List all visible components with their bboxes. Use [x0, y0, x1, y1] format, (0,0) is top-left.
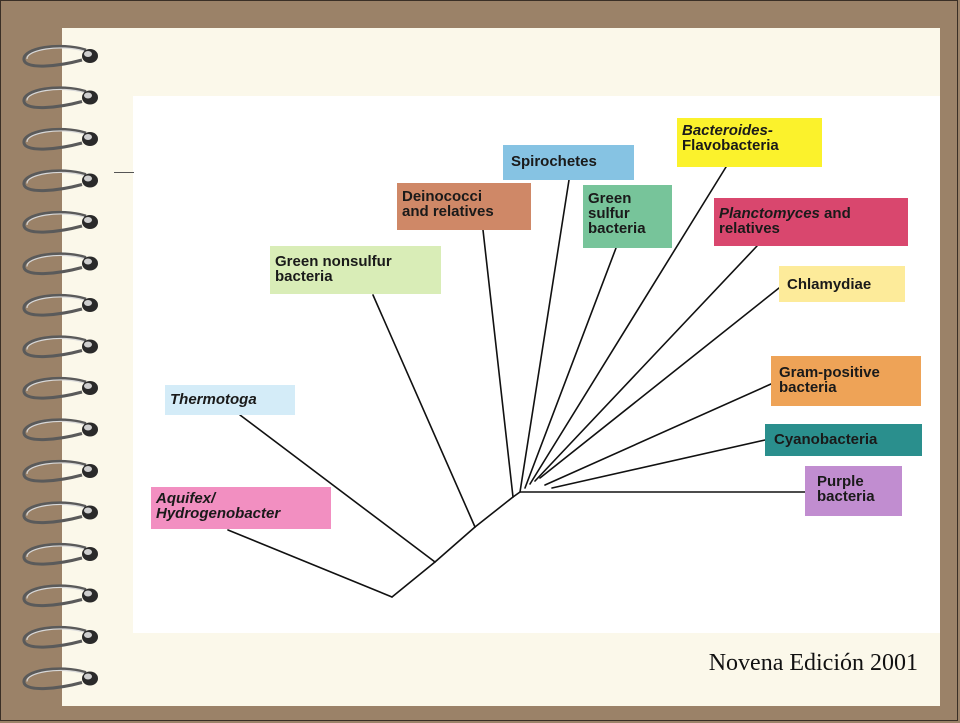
taxon-deinococci: Deinococci and relatives — [397, 183, 531, 230]
binding-ring — [22, 459, 98, 483]
branch-spine-2 — [474, 496, 514, 528]
taxon-label-line: Purple — [817, 473, 864, 490]
taxon-purple: Purple bacteria — [805, 466, 902, 516]
binding-ring — [22, 625, 98, 649]
taxon-label-line: Aquifex/ — [156, 490, 216, 507]
branch-spirochetes — [519, 179, 570, 493]
branch-spine-1 — [434, 526, 476, 563]
branch-green-sulfur — [524, 247, 617, 489]
taxon-label-line: bacteria — [817, 488, 875, 505]
taxon-label-line: relatives — [719, 220, 780, 237]
taxon-label-line: Deinococci — [402, 188, 483, 205]
branch-aquifex — [227, 529, 393, 598]
branch-deinococci — [482, 229, 514, 498]
branch-gram-positive — [544, 383, 772, 486]
taxon-green-nonsulfur: Green nonsulfur bacteria — [270, 246, 441, 294]
taxon-chlamydiae: Chlamydiae — [779, 266, 905, 302]
taxon-label-line: and relatives — [402, 203, 494, 220]
binding-ring — [22, 667, 98, 691]
branch-bacteroides — [529, 166, 727, 485]
taxon-label-line: Spirochetes — [511, 153, 597, 170]
taxon-label-italic: Planctomyces — [719, 205, 820, 222]
binding-ring — [22, 418, 98, 442]
taxon-label-line: Green — [588, 190, 632, 207]
binding-ring — [22, 376, 98, 400]
branch-spine-3 — [512, 491, 521, 498]
branch-green-nonsulfur — [372, 294, 476, 528]
binding-ring — [22, 210, 98, 234]
taxon-cyanobacteria: Cyanobacteria — [765, 424, 922, 456]
taxon-green-sulfur: Green sulfur bacteria — [583, 185, 672, 248]
taxon-label-line: Flavobacteria — [682, 137, 779, 154]
taxon-label-line: Thermotoga — [170, 391, 257, 408]
taxon-label-line: sulfur — [588, 205, 630, 222]
binding-ring — [22, 501, 98, 525]
taxon-label-line: Hydrogenobacter — [156, 505, 281, 522]
taxon-bacteroides: Bacteroides- Flavobacteria — [677, 118, 822, 167]
branch-thermotoga — [239, 414, 436, 563]
binding-ring — [22, 127, 98, 151]
taxon-gram-positive: Gram-positive bacteria — [771, 356, 921, 406]
taxon-label-line: Gram-positive — [779, 364, 880, 381]
taxon-label-line: bacteria — [275, 268, 333, 285]
taxon-label-line: Chlamydiae — [787, 276, 872, 293]
binding-ring — [22, 44, 98, 68]
binding-ring — [22, 335, 98, 359]
binding-ring — [22, 584, 98, 608]
binding-ring — [22, 169, 98, 193]
taxon-label-line: Bacteroides- — [682, 122, 773, 139]
margin-tick — [114, 172, 134, 173]
binding-ring — [22, 252, 98, 276]
taxon-label-line: Green nonsulfur — [275, 253, 392, 270]
branch-chlamydiae — [539, 287, 780, 479]
branch-root — [391, 561, 436, 598]
binding-ring — [22, 542, 98, 566]
binding-ring — [22, 293, 98, 317]
taxon-label-line: bacteria — [779, 379, 837, 396]
branch-planctomyces — [534, 245, 758, 482]
branch-cyanobacteria — [551, 439, 766, 489]
taxon-label-line: Cyanobacteria — [774, 431, 878, 448]
taxon-label-line: Planctomyces and — [719, 205, 851, 222]
spiral-binding-icon — [22, 44, 98, 691]
taxon-aquifex: Aquifex/ Hydrogenobacter — [151, 487, 331, 529]
binding-ring — [22, 86, 98, 110]
edition-credit: Novena Edición 2001 — [708, 650, 918, 676]
taxon-label-line: bacteria — [588, 220, 646, 237]
taxon-spirochetes: Spirochetes — [503, 145, 634, 180]
taxon-planctomyces: Planctomyces and relatives — [714, 198, 908, 246]
taxon-thermotoga: Thermotoga — [165, 385, 295, 415]
